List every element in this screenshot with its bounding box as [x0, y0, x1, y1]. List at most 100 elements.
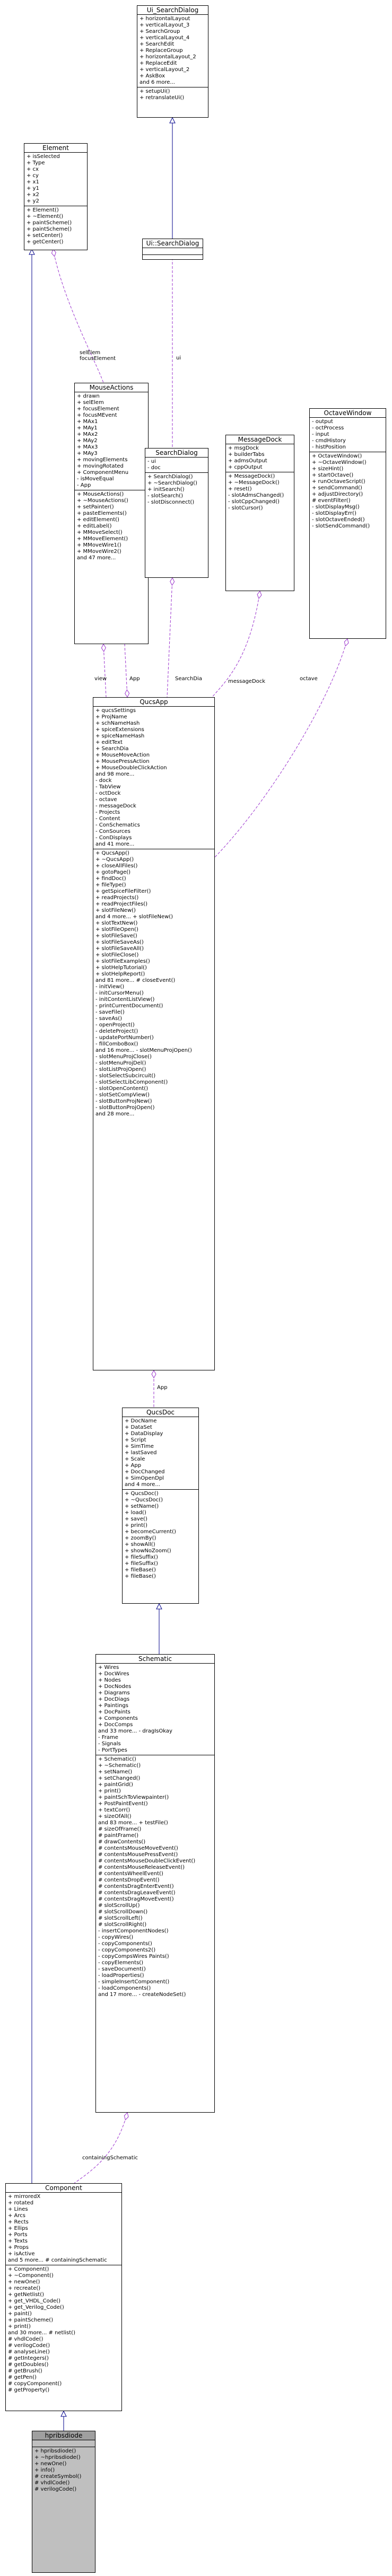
operation-line: - slotAdmsChanged()	[228, 493, 284, 498]
operations-section: + OctaveWindow()+ ~OctaveWindow()+ sizeH…	[310, 452, 386, 531]
class-name: QucsDoc	[123, 1408, 198, 1417]
operation-line: + ~hpribsdiode()	[34, 2455, 81, 2460]
class-element[interactable]: Element+ isSelected+ Type+ cx+ cy+ x1+ y…	[24, 143, 88, 250]
attribute-line: - isMoveEqual	[77, 476, 114, 482]
class-ui-searchdialog-form[interactable]: Ui_SearchDialog+ horizontalLayout+ verti…	[137, 5, 208, 118]
attribute-line: - Signals	[98, 1741, 121, 1747]
operation-line: + setupUi()	[140, 89, 170, 94]
operation-line: + ~SearchDialog()	[147, 480, 197, 486]
class-searchdialog[interactable]: SearchDialog- ui- doc+ SearchDialog()+ ~…	[145, 448, 208, 578]
edge-label-messagedock: messageDock	[228, 679, 266, 684]
attribute-line: + mirroredX	[8, 2194, 41, 2200]
operation-line: and 4 more... + slotFileNew()	[95, 914, 173, 920]
operations-section: + MessageDock()+ ~MessageDock()+ reset()…	[226, 472, 294, 513]
operations-section	[143, 255, 203, 261]
attribute-line: + qucsSettings	[95, 708, 136, 714]
attribute-line: + isActive	[8, 2251, 35, 2257]
class-qucsapp[interactable]: QucsApp+ qucsSettings+ ProjName+ schName…	[93, 697, 215, 1370]
attribute-line: + spiceExtensions	[95, 727, 144, 733]
attributes-section: + isSelected+ Type+ cx+ cy+ x1+ y1+ x2+ …	[24, 153, 87, 206]
attribute-line: + Arcs	[8, 2213, 25, 2219]
operation-line: + PostPaintEvent()	[98, 1801, 148, 1807]
operation-line: + showNoZoom()	[125, 1548, 171, 1554]
attribute-line: - ConSources	[95, 829, 130, 834]
class-component[interactable]: Component+ mirroredX+ rotated+ Lines+ Ar…	[5, 2183, 122, 2411]
attribute-line: - octDock	[95, 790, 121, 796]
attribute-line: + focusElement	[77, 406, 119, 412]
operation-line: + sendCommand()	[312, 485, 362, 491]
class-messagedock[interactable]: MessageDock+ msgDock+ builderTabs+ admsO…	[225, 435, 294, 591]
operation-line: - slotOpenContent()	[95, 1086, 149, 1092]
attribute-line: + drawn	[77, 393, 100, 399]
attribute-line: + horizontalLayout_2	[140, 54, 196, 60]
operation-line: # getPen()	[8, 2375, 37, 2380]
attribute-line: + Scale	[125, 1456, 145, 1462]
attribute-line: - octave	[95, 797, 117, 803]
attribute-line: + DocChanged	[125, 1469, 165, 1475]
operation-line: + editLabel()	[77, 523, 112, 529]
edge-view	[101, 643, 107, 698]
operation-line: + setCenter()	[27, 233, 63, 239]
operation-line: + get_Verilog_Code()	[8, 2305, 64, 2310]
edge-containing	[74, 2112, 129, 2184]
attribute-line: + DataSet	[125, 1425, 152, 1430]
class-name: hpribsdiode	[32, 2431, 95, 2440]
attribute-line: + DocWires	[98, 1671, 129, 1677]
operation-line: + info()	[34, 2467, 55, 2473]
attribute-line: + DocNodes	[98, 1684, 132, 1690]
operation-line: - slotSelectSubcircuit()	[95, 1073, 156, 1079]
operation-line: + getSpiceFileFilter()	[95, 889, 151, 894]
operation-line: + becomeCurrent()	[125, 1529, 176, 1535]
class-schematic[interactable]: Schematic+ Wires+ DocWires+ Nodes+ DocNo…	[95, 1654, 215, 2113]
operation-line: - slotOctaveEnded()	[312, 517, 365, 523]
class-name: Element	[24, 144, 87, 153]
operations-section: + hpribsdiode()+ ~hpribsdiode()+ newOne(…	[32, 2447, 95, 2494]
class-ui-searchdialog-ns[interactable]: Ui::SearchDialog	[142, 239, 203, 260]
operation-line: + runOctaveScript()	[312, 479, 365, 485]
edge-label-app-doc: App	[157, 1385, 168, 1391]
operation-line: + paintScheme()	[8, 2317, 54, 2323]
attribute-line: + movingElements	[77, 457, 128, 463]
attribute-line: + MAy2	[77, 438, 98, 444]
operation-line: + OctaveWindow()	[312, 453, 362, 459]
attributes-section: + mirroredX+ rotated+ Lines+ Arcs+ Rects…	[6, 2193, 121, 2265]
attribute-line: + MAy1	[77, 425, 98, 431]
class-octavewindow[interactable]: OctaveWindow- output- octProcess- input-…	[309, 408, 386, 639]
operation-line: - slotButtonProjNew()	[95, 1098, 152, 1104]
attribute-line: - histPosition	[312, 444, 346, 450]
operation-line: + setName()	[125, 1504, 159, 1509]
attribute-line: + Wires	[98, 1665, 119, 1671]
attributes-section: + horizontalLayout+ verticalLayout_3+ Se…	[137, 15, 208, 87]
attribute-line: + SearchDia	[95, 746, 129, 752]
operation-line: - slotDisplayErr()	[312, 511, 356, 516]
operation-line: # contentsMouseMoveEvent()	[98, 1845, 178, 1851]
attribute-line: + builderTabs	[228, 452, 265, 458]
operation-line: + slotFileSave()	[95, 933, 137, 939]
operation-line: + MessageDock()	[228, 473, 275, 479]
attributes-section: - ui- doc	[145, 458, 208, 473]
operation-line: - initContentListView()	[95, 997, 155, 1003]
attribute-line: + MAx3	[77, 444, 98, 450]
operation-line: + setChanged()	[98, 1775, 141, 1781]
operation-line: # contentsMouseReleaseEvent()	[98, 1865, 185, 1870]
class-hpribsdiode[interactable]: hpribsdiode + hpribsdiode()+ ~hpribsdiode…	[32, 2431, 95, 2573]
operation-line: - slotSearch()	[147, 493, 183, 499]
operation-line: + slotTextNew()	[95, 920, 138, 926]
operation-line: # getIntegers()	[8, 2355, 49, 2361]
attribute-line: - ConSchematics	[95, 822, 140, 828]
attribute-line: + DocName	[125, 1418, 157, 1424]
operation-line: + slotFileClose()	[95, 952, 139, 958]
edge-app-mouse	[124, 644, 130, 698]
attribute-line: + focusMEvent	[77, 412, 117, 418]
operation-line: + save()	[125, 1516, 147, 1522]
operation-line: + slotFileExamples()	[95, 959, 150, 964]
class-mouseactions[interactable]: MouseActions+ drawn+ selElem+ focusEleme…	[74, 383, 149, 644]
class-qucsdoc[interactable]: QucsDoc+ DocName+ DataSet+ DataDisplay+ …	[122, 1408, 199, 1604]
operation-line: + sizeOfAll()	[98, 1814, 132, 1819]
operation-line: - deleteProject()	[95, 1028, 138, 1034]
operation-line: - copyCompsWires Paints()	[98, 1954, 169, 1959]
operation-line: + ~Schematic()	[98, 1763, 141, 1769]
operation-line: - openProject()	[95, 1022, 135, 1028]
operation-line: # getProperty()	[8, 2387, 50, 2393]
operation-line: - printCurrentDocument()	[95, 1003, 163, 1009]
